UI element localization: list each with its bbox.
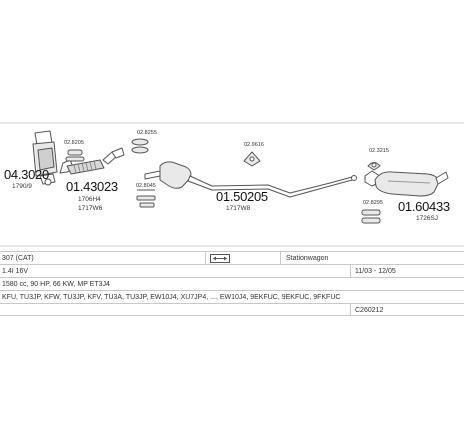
fitting-label-5: 02.3215 (369, 148, 389, 154)
fitting-label-2: 02.8255 (137, 130, 157, 136)
fitting-label-6: 02.8295 (363, 200, 383, 206)
part-code-1: 1790/9 (12, 183, 32, 190)
part-code-3: 1717W8 (226, 205, 251, 212)
part-number-2: 01.43023 (66, 179, 118, 194)
exhaust-diagram (0, 122, 464, 247)
front-pipe (59, 147, 125, 175)
rear-silencer (364, 170, 449, 197)
middle-silencer (144, 161, 357, 198)
vehicle-info-table: 307 (CAT) Stationwagon 1.4I 16V 11/03 - … (0, 251, 464, 316)
diagram-reference: C260212 (355, 307, 384, 314)
gasket-fitting-2 (131, 138, 149, 154)
vehicle-power: 1580 cc, 90 HP, 66 KW, MP ET3J4 (2, 281, 110, 288)
vehicle-model: 307 (CAT) (2, 255, 34, 262)
info-row-engine-codes: KFU, TU3JP, KFW, TU3JP, KFV, TU3A, TU3JP… (0, 290, 464, 303)
hanger-fitting-4 (243, 151, 261, 167)
info-row-power: 1580 cc, 90 HP, 66 KW, MP ET3J4 (0, 277, 464, 290)
catalytic-converter (32, 130, 58, 186)
part-number-4: 01.60433 (398, 199, 450, 214)
part-code-2b: 1717W6 (78, 205, 103, 212)
info-row-model: 307 (CAT) Stationwagon (0, 251, 464, 264)
vehicle-engine: 1.4I 16V (2, 268, 29, 275)
hanger-fitting-5 (367, 162, 381, 171)
fitting-label-1: 02.8205 (64, 140, 84, 146)
fitting-label-3: 02.8045 (136, 183, 156, 189)
part-code-4: 1726SJ (416, 215, 439, 222)
clamp-fitting-3 (136, 189, 156, 208)
clamp-fitting-1 (65, 149, 85, 162)
info-row-engine: 1.4I 16V 11/03 - 12/05 (0, 264, 464, 277)
engine-codes: KFU, TU3JP, KFW, TU3JP, KFV, TU3A, TU3JP… (2, 294, 341, 301)
clamp-fitting-6 (361, 209, 381, 224)
vehicle-years: 11/03 - 12/05 (355, 268, 396, 275)
part-number-3: 01.50205 (216, 189, 268, 204)
vehicle-body-type: Stationwagon (286, 255, 329, 262)
info-row-reference: C260212 (0, 303, 464, 316)
fitting-label-4: 02.9616 (244, 142, 264, 148)
part-code-2: 1706H4 (78, 196, 101, 203)
steering-icon (210, 254, 230, 265)
part-number-1: 04.3020 (4, 167, 49, 182)
